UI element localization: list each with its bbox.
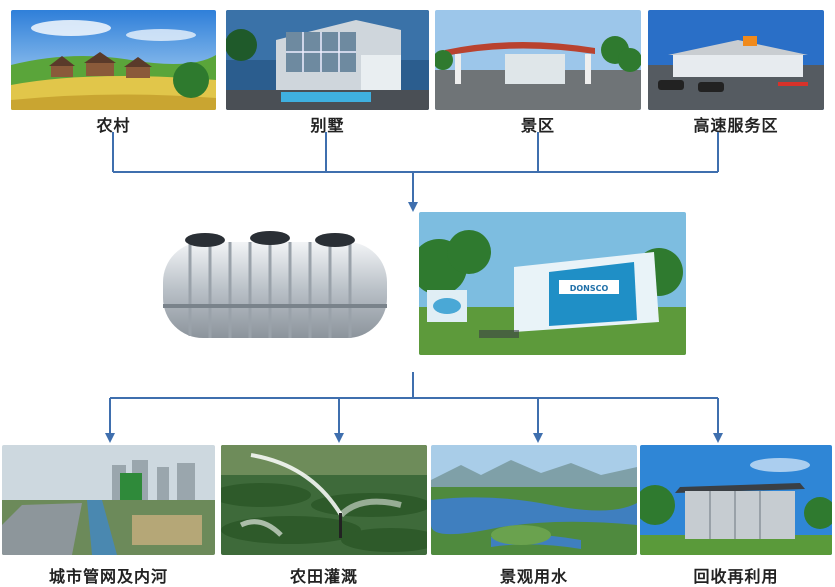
scenic-area-photo <box>435 10 641 110</box>
use-label-irrigation: 农田灌溉 <box>289 567 358 586</box>
landscape-water-photo <box>431 445 637 555</box>
source-label-scenic: 景区 <box>520 116 555 135</box>
villa-photo <box>226 10 429 110</box>
village-photo <box>11 10 216 110</box>
highway-service-area-photo <box>648 10 824 110</box>
treatment-station-photo: DONSCO <box>419 212 686 355</box>
use-label-city-river: 城市管网及内河 <box>48 567 168 586</box>
source-label-village: 农村 <box>96 116 131 135</box>
reuse-facility-photo <box>640 445 832 555</box>
city-river-photo <box>2 445 215 555</box>
use-label-landscape-water: 景观用水 <box>499 567 568 586</box>
source-label-highway: 高速服务区 <box>693 116 779 135</box>
use-label-reuse: 回收再利用 <box>693 567 779 586</box>
source-label-villa: 别墅 <box>310 116 345 135</box>
irrigation-photo <box>221 445 427 555</box>
septic-tank-photo <box>145 212 405 355</box>
station-brand-text: DONSCO <box>570 284 609 293</box>
